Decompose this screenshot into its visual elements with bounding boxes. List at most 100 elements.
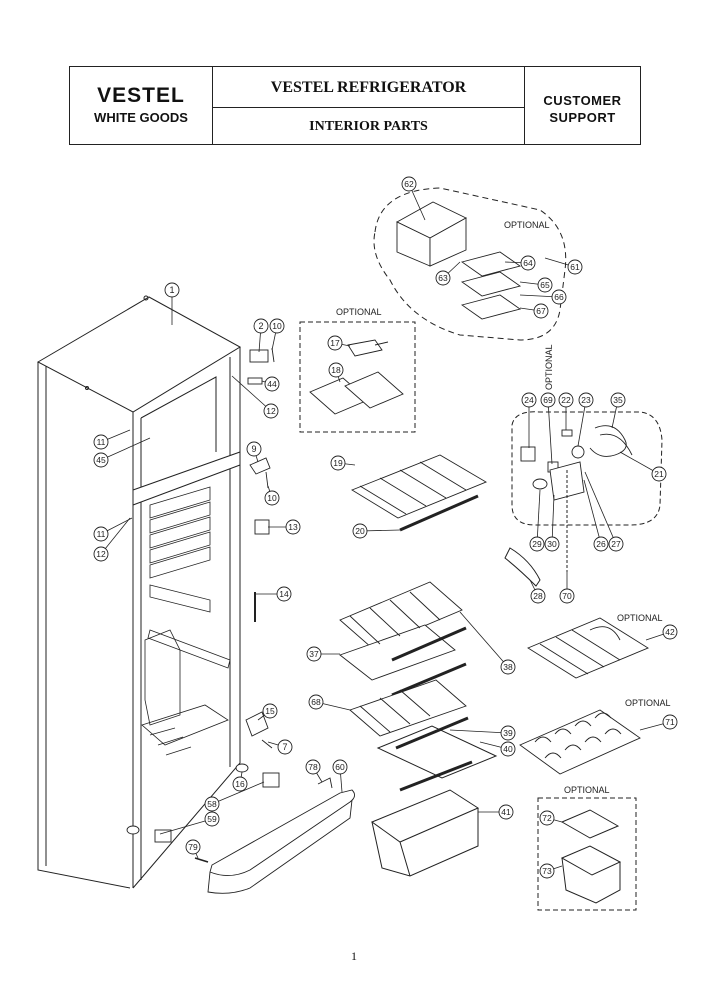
- hinge-block-59: [154, 829, 172, 843]
- brand-division: WHITE GOODS: [94, 110, 188, 125]
- callout-leader: [100, 437, 151, 461]
- support-label-line2: SUPPORT: [549, 110, 616, 125]
- callout-circle: [540, 392, 556, 408]
- callout-circle: [610, 392, 626, 408]
- callout-number-17: 17: [330, 338, 340, 348]
- callout-circle: [305, 759, 321, 775]
- callout-number-68: 68: [311, 697, 321, 707]
- callout-number-39: 39: [503, 728, 513, 738]
- freezer-shelf-19: [350, 454, 488, 519]
- callout-number-9: 9: [251, 444, 256, 454]
- callout-circle: [306, 646, 322, 662]
- document-subtitle: INTERIOR PARTS: [309, 119, 428, 134]
- callout-number-67: 67: [536, 306, 546, 316]
- callout-circle: [544, 536, 560, 552]
- callout-circle: [537, 277, 553, 293]
- kick-plate-60: [209, 789, 355, 876]
- callout-number-42: 42: [665, 627, 675, 637]
- callout-circle: [204, 811, 220, 827]
- callout-circle: [93, 546, 109, 562]
- callout-number-70: 70: [562, 591, 572, 601]
- lower-hinge: [245, 711, 269, 737]
- callout-circle: [264, 490, 280, 506]
- callout-number-41: 41: [501, 807, 511, 817]
- callout-circle: [533, 303, 549, 319]
- hinge-block-58: [262, 772, 280, 788]
- title-divider: [213, 107, 524, 108]
- callout-circle: [285, 519, 301, 535]
- callout-number-28: 28: [533, 591, 543, 601]
- callout-leader: [547, 399, 553, 465]
- callout-circle: [662, 624, 678, 640]
- refrigerator-cabinet: [36, 295, 241, 889]
- callout-circle: [521, 392, 537, 408]
- egg-tray-72: [560, 809, 620, 839]
- callout-circle: [276, 586, 292, 602]
- callout-leader: [159, 818, 213, 835]
- callout-circle: [328, 362, 344, 378]
- callout-leader: [449, 729, 509, 734]
- callout-number-60: 60: [335, 762, 345, 772]
- callout-circle: [246, 441, 262, 457]
- callout-number-65: 65: [540, 280, 550, 290]
- callout-circle: [93, 526, 109, 542]
- callout-circle: [164, 282, 180, 298]
- callout-circle: [308, 694, 324, 710]
- optional-group-outline-61: [373, 187, 567, 341]
- callout-leader: [536, 489, 541, 545]
- callout-circle: [93, 452, 109, 468]
- callout-number-10: 10: [267, 493, 277, 503]
- optional-label-shelf: OPTIONAL: [617, 613, 663, 623]
- shelf-profile-39: [395, 716, 469, 750]
- callout-circle: [204, 796, 220, 812]
- callout-circle: [539, 810, 555, 826]
- callout-number-45: 45: [96, 455, 106, 465]
- crisper-41: [370, 789, 480, 877]
- callout-circle: [529, 536, 545, 552]
- container-73: [560, 845, 622, 904]
- ice-compartment: [396, 201, 522, 320]
- support-cell: CUSTOMER SUPPORT: [524, 67, 640, 144]
- callout-number-59: 59: [207, 814, 217, 824]
- callout-circle: [185, 839, 201, 855]
- door-hinge-28: [504, 547, 541, 587]
- callout-number-10: 10: [272, 321, 282, 331]
- ice-trays: [309, 339, 404, 415]
- callout-circle: [593, 536, 609, 552]
- callout-number-38: 38: [503, 662, 513, 672]
- callout-circle: [608, 536, 624, 552]
- optional-box-ice-trays: [299, 321, 416, 433]
- optional-shelf-42: [527, 617, 649, 679]
- callout-number-11: 11: [97, 529, 106, 539]
- callout-number-13: 13: [288, 522, 298, 532]
- callout-number-26: 26: [596, 539, 606, 549]
- callout-circle: [264, 376, 280, 392]
- callout-number-78: 78: [308, 762, 318, 772]
- callout-circle: [520, 255, 536, 271]
- support-label-line1: CUSTOMER: [543, 93, 622, 108]
- callout-number-19: 19: [333, 458, 343, 468]
- callout-number-35: 35: [613, 395, 623, 405]
- callout-number-44: 44: [267, 379, 277, 389]
- callout-circle: [352, 523, 368, 539]
- callout-number-7: 7: [282, 742, 287, 752]
- callout-circle: [277, 739, 293, 755]
- brand-cell: VESTEL WHITE GOODS: [70, 67, 213, 144]
- optional-label-box: OPTIONAL: [564, 785, 610, 795]
- callout-number-62: 62: [404, 179, 414, 189]
- callout-leader: [100, 517, 131, 555]
- adjustable-foot-front: [126, 825, 140, 835]
- callout-leader: [551, 494, 555, 545]
- hinge-part: [249, 457, 271, 475]
- optional-control-assembly-21: [511, 411, 663, 526]
- callout-circle: [578, 392, 594, 408]
- callout-number-16: 16: [235, 779, 245, 789]
- callout-number-12: 12: [266, 406, 276, 416]
- callout-leader: [584, 471, 617, 545]
- callout-number-24: 24: [524, 395, 534, 405]
- callout-number-23: 23: [581, 395, 591, 405]
- callout-circle: [498, 804, 514, 820]
- callout-circle: [262, 703, 278, 719]
